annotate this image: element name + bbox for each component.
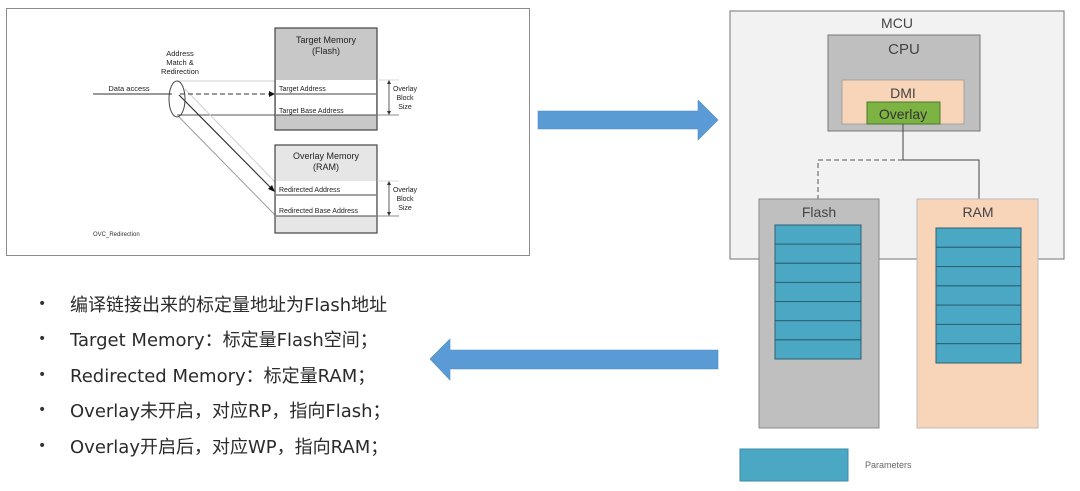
parameter-block — [774, 301, 862, 322]
target-base-address-label: Target Base Address — [279, 108, 344, 115]
parameter-block — [935, 227, 1022, 248]
parameter-block — [774, 281, 862, 303]
overlay-memory-title-1: Overlay Memory — [293, 151, 360, 161]
legend-label: Parameters — [865, 460, 912, 470]
flash-parameter-stack — [774, 224, 862, 360]
bullet-item: •Redirected Memory：标定量RAM； — [38, 365, 376, 387]
address-match-label-1: Address — [166, 49, 194, 58]
redirect-arrow — [178, 94, 273, 190]
overlay-block-size-label-2: Block — [396, 95, 414, 102]
flash-dashed-connector — [817, 159, 903, 221]
legend-swatch — [739, 448, 849, 482]
parameter-block — [774, 339, 862, 360]
overlay-block-size-label-1: Overlay — [393, 86, 418, 93]
overlay-block-size-label-2: Block — [396, 196, 414, 203]
redirected-address-label: Redirected Address — [279, 187, 341, 194]
overlay-block-size-label-3: Size — [398, 104, 412, 111]
parameter-block — [774, 320, 862, 341]
arrowhead-icon — [268, 185, 275, 192]
mcu-diagram: MCU CPU DMI Overlay Flash RAM Parameters — [729, 10, 1065, 482]
target-memory-title-1: Target Memory — [296, 35, 357, 45]
bullet-list: •编译链接出来的标定量地址为Flash地址 •Target Memory：标定量… — [38, 286, 438, 464]
projection-line — [184, 88, 276, 183]
parameter-block — [935, 285, 1022, 306]
address-match-label-2: Match & — [166, 58, 194, 67]
bullet-item: •编译链接出来的标定量地址为Flash地址 — [38, 294, 388, 316]
ram-label: RAM — [962, 204, 993, 220]
address-match-ellipse — [168, 80, 186, 118]
overlay-label: Overlay — [879, 106, 927, 122]
parameter-block — [774, 262, 862, 283]
overlay-redirection-figure: Data access Address Match & Redirection … — [6, 8, 530, 256]
parameter-block — [774, 224, 862, 245]
projection-line — [178, 116, 276, 216]
parameter-block — [935, 246, 1022, 268]
parameter-block — [935, 323, 1022, 345]
address-match-label-3: Redirection — [161, 67, 199, 76]
parameter-block — [935, 304, 1022, 325]
overlay-memory-box: Overlay Memory (RAM) Redirected Address … — [274, 144, 378, 234]
left-arrow-icon — [429, 338, 719, 381]
overlay-redirection-diagram: Data access Address Match & Redirection … — [93, 27, 418, 238]
mcu-label: MCU — [881, 15, 913, 31]
target-memory-box: Target Memory (Flash) Target Address Tar… — [274, 27, 378, 131]
bullet-item: •Overlay未开启，对应RP，指向Flash； — [38, 401, 391, 423]
bullet-item: •Target Memory：标定量Flash空间； — [38, 330, 378, 352]
dmi-label: DMI — [890, 85, 916, 101]
target-memory-title-2: (Flash) — [312, 46, 340, 56]
cpu-label: CPU — [888, 41, 920, 58]
figure-caption: OVC_Redirection — [93, 232, 140, 238]
data-access-label: Data access — [108, 84, 150, 93]
redirected-base-address-label: Redirected Base Address — [279, 208, 358, 215]
overlay-memory-title-2: (RAM) — [313, 162, 339, 172]
parameter-block — [935, 343, 1022, 364]
overlay-block-size-label-3: Size — [398, 205, 412, 212]
bullet-item: •Overlay开启后，对应WP，指向RAM； — [38, 436, 389, 458]
ram-parameter-stack — [935, 227, 1022, 364]
overlay-block-size-label-1: Overlay — [393, 187, 418, 194]
parameter-block — [774, 243, 862, 264]
parameter-block — [935, 266, 1022, 287]
flash-label: Flash — [802, 204, 836, 220]
arrowhead-icon — [269, 91, 275, 97]
right-arrow-icon — [537, 100, 719, 141]
target-address-label: Target Address — [279, 86, 326, 93]
